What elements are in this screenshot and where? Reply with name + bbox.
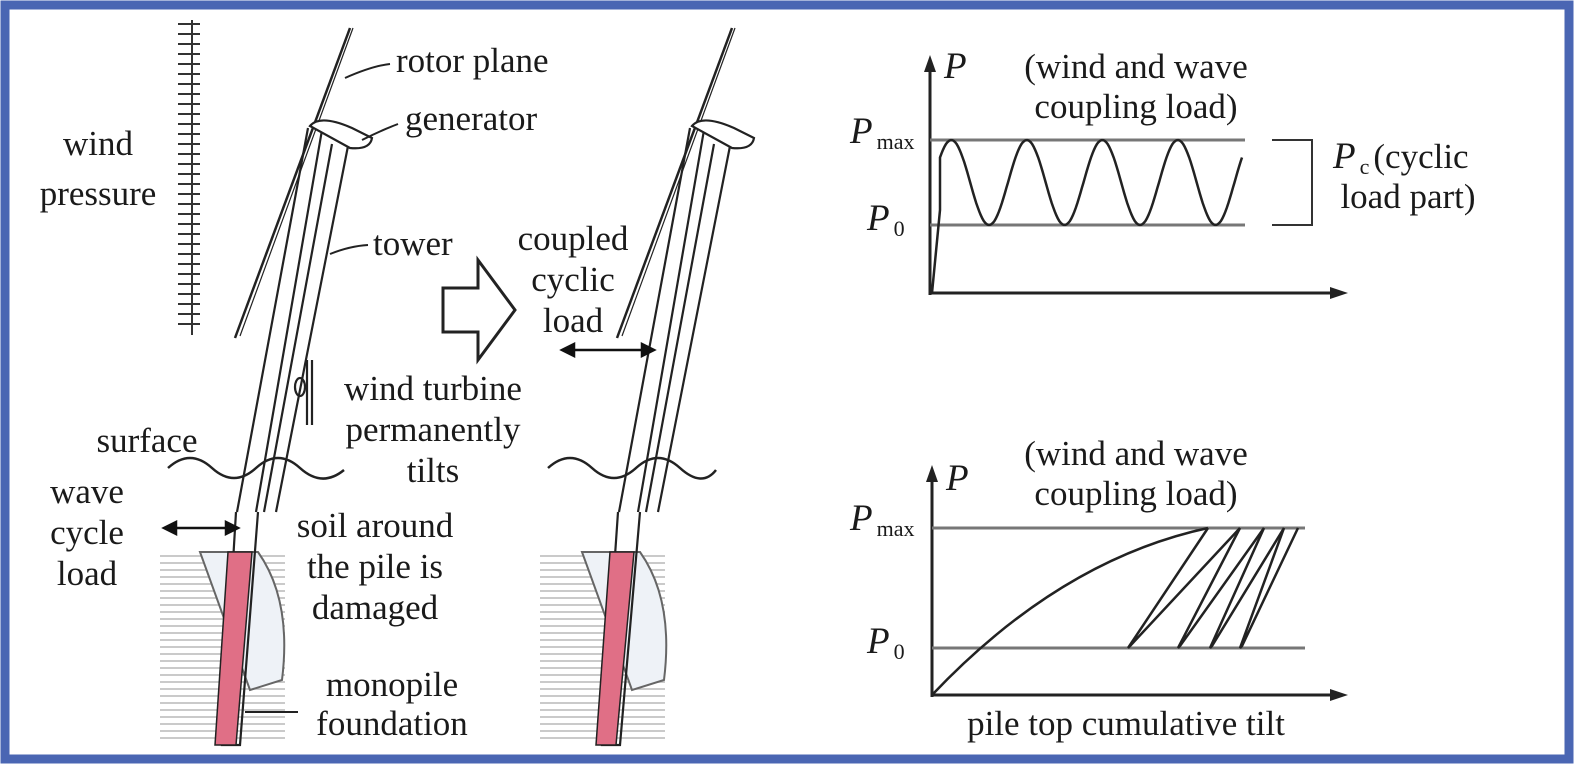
top-pmax-symbol: P <box>849 111 873 152</box>
monopile-left <box>214 551 253 746</box>
bottom-x-arrowhead <box>1330 689 1348 701</box>
monopile-label-2: foundation <box>316 704 468 743</box>
pc-text-1: (cyclic <box>1373 137 1468 176</box>
pc-symbol: P <box>1332 136 1356 177</box>
tower-label: tower <box>373 224 453 263</box>
coupled-load-arrow <box>559 341 657 359</box>
bottom-pmax-sub: max <box>877 516 915 541</box>
pc-sub: c <box>1360 154 1370 179</box>
bottom-p0-label: P 0 <box>866 621 905 664</box>
top-pmax-label: P max <box>849 111 915 154</box>
coupled-label-2: cyclic <box>531 260 615 299</box>
wind-label-2: pressure <box>40 174 157 213</box>
top-title-2: coupling load) <box>1034 87 1237 126</box>
bottom-pmax-symbol: P <box>849 498 873 539</box>
tilt-label-1: wind turbine <box>344 369 522 408</box>
bottom-p0-sub: 0 <box>894 639 905 664</box>
wind-label-1: wind <box>63 124 134 163</box>
bottom-y-arrowhead <box>926 465 938 482</box>
monopile-right <box>595 551 635 746</box>
wave-label-1: wave <box>50 472 124 511</box>
sea-surface-right <box>547 456 717 480</box>
soil-label-2: the pile is <box>307 547 443 586</box>
bottom-pmax-label: P max <box>849 498 915 541</box>
pc-bracket <box>1272 139 1313 226</box>
turbine-right <box>600 27 756 747</box>
wind-pressure-scale <box>178 20 200 335</box>
bottom-unload-reload-loops <box>1126 527 1300 649</box>
bottom-axis-symbol: P <box>945 458 969 499</box>
top-chart: P (wind and wave coupling load) P max P … <box>849 46 1476 299</box>
rotor-plane-label: rotor plane <box>396 41 549 80</box>
bottom-title-2: coupling load) <box>1034 474 1237 513</box>
top-pmax-sub: max <box>877 129 915 154</box>
surface-label: surface <box>96 421 197 460</box>
top-axis-symbol: P <box>943 46 967 87</box>
soil-label-1: soil around <box>297 506 454 545</box>
pc-label: P c (cyclic <box>1332 136 1469 179</box>
coupled-label-3: load <box>543 301 604 340</box>
bottom-x-label: pile top cumulative tilt <box>967 704 1285 743</box>
bottom-title-1: (wind and wave <box>1024 434 1248 473</box>
tilt-label-2: permanently <box>346 410 521 449</box>
top-p0-label: P 0 <box>866 198 905 241</box>
wave-load-arrow <box>161 519 241 537</box>
top-p0-sub: 0 <box>894 216 905 241</box>
top-title-1: (wind and wave <box>1024 47 1248 86</box>
leader-lines <box>245 63 399 713</box>
coupled-label-1: coupled <box>518 219 629 258</box>
pc-text-2: load part) <box>1340 177 1475 216</box>
sea-surface-left <box>167 456 345 480</box>
top-y-arrowhead <box>924 55 936 72</box>
wave-label-2: cycle <box>50 513 124 552</box>
transition-arrow <box>441 255 517 365</box>
bottom-p0-symbol: P <box>866 621 890 662</box>
bottom-chart: P (wind and wave coupling load) P max P … <box>849 434 1348 743</box>
bottom-load-curve <box>931 526 1209 696</box>
soil-label-3: damaged <box>312 588 439 627</box>
top-p0-symbol: P <box>866 198 890 239</box>
generator-label: generator <box>405 99 537 138</box>
top-load-curve <box>930 138 1244 294</box>
tilt-label-3: tilts <box>407 451 460 490</box>
monopile-label-1: monopile <box>326 665 458 704</box>
wave-label-3: load <box>57 554 118 593</box>
top-x-arrowhead <box>1330 287 1348 299</box>
